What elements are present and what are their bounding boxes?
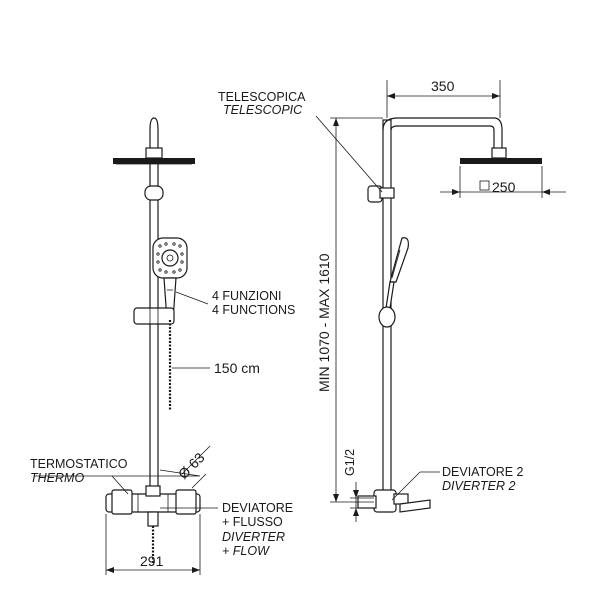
label-thermo-it: TERMOSTATICO — [30, 457, 128, 471]
label-flow-en: + FLOW — [222, 544, 270, 558]
dimension-350 — [386, 80, 501, 118]
mixer-outlet-front — [147, 511, 159, 527]
gooseneck-front — [149, 117, 159, 150]
label-telescopic-en: TELESCOPIC — [223, 103, 303, 117]
slide-bar-holder-front — [133, 307, 175, 325]
mixer-side — [357, 489, 431, 513]
rain-shower-head-front — [113, 147, 195, 165]
label-hose-length: 150 cm — [214, 360, 260, 376]
rain-shower-head-side — [460, 147, 542, 164]
thermostatic-mixer-front — [105, 485, 201, 515]
side-view — [357, 117, 542, 513]
label-functions-en: 4 FUNCTIONS — [212, 303, 295, 317]
wall-bracket-top-front — [144, 185, 164, 201]
hand-shower-front — [152, 237, 188, 321]
label-diverter-it: DEVIATORE — [222, 501, 293, 515]
label-diverter-en: DIVERTER — [222, 530, 285, 544]
label-width-350: 350 — [431, 78, 455, 94]
label-thermo-en: THERMO — [30, 471, 84, 485]
telescopic-joint-side — [367, 185, 395, 203]
label-functions-it: 4 FUNZIONI — [212, 289, 281, 303]
label-thread: G1/2 — [343, 449, 357, 476]
slide-bar-holder-side — [378, 306, 396, 328]
dimension-g12 — [350, 482, 374, 522]
label-diverter2-it: DEVIATORE 2 — [442, 465, 524, 479]
dimension-250 — [440, 166, 566, 198]
leader-lines-front — [34, 291, 218, 509]
label-flow-it: + FLUSSO — [222, 515, 283, 529]
shower-arm-side — [382, 117, 503, 150]
label-height-range: MIN 1070 - MAX 1610 — [316, 253, 332, 392]
dimension-291 — [105, 514, 201, 575]
label-head-size: 250 — [492, 179, 516, 195]
leader-lines-side — [315, 115, 440, 501]
label-diverter2-en: DIVERTER 2 — [442, 479, 515, 493]
label-telescopic-it: TELESCOPICA — [218, 90, 306, 104]
label-width-291: 291 — [140, 553, 164, 569]
front-view — [105, 117, 201, 565]
dimension-height — [330, 117, 383, 503]
